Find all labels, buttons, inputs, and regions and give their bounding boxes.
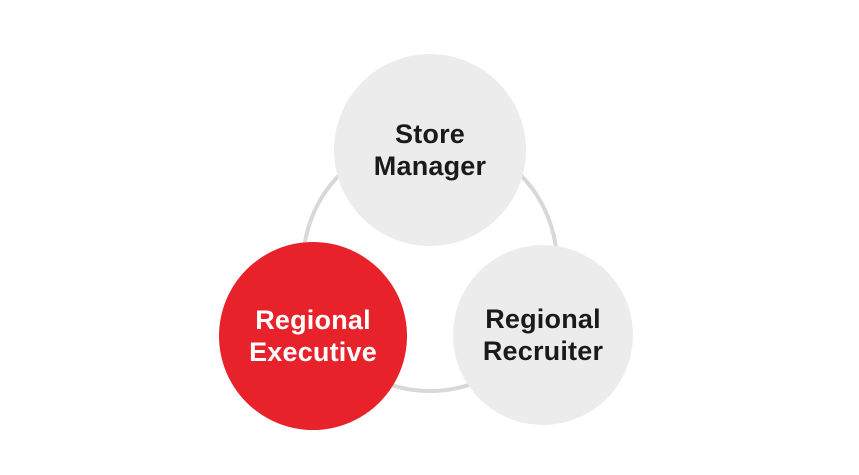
node-regional-executive: Regional Executive <box>219 242 407 430</box>
node-store-manager: Store Manager <box>334 54 526 246</box>
node-regional-executive-label-line1: Regional <box>255 305 371 335</box>
node-regional-recruiter-label-line2: Recruiter <box>482 336 604 366</box>
node-store-manager-label-line2: Manager <box>373 151 487 181</box>
node-regional-executive-label-line2: Executive <box>249 337 377 367</box>
node-regional-recruiter: Regional Recruiter <box>453 245 633 425</box>
node-regional-recruiter-label-line1: Regional <box>485 304 601 334</box>
node-store-manager-label-line1: Store <box>394 119 466 149</box>
